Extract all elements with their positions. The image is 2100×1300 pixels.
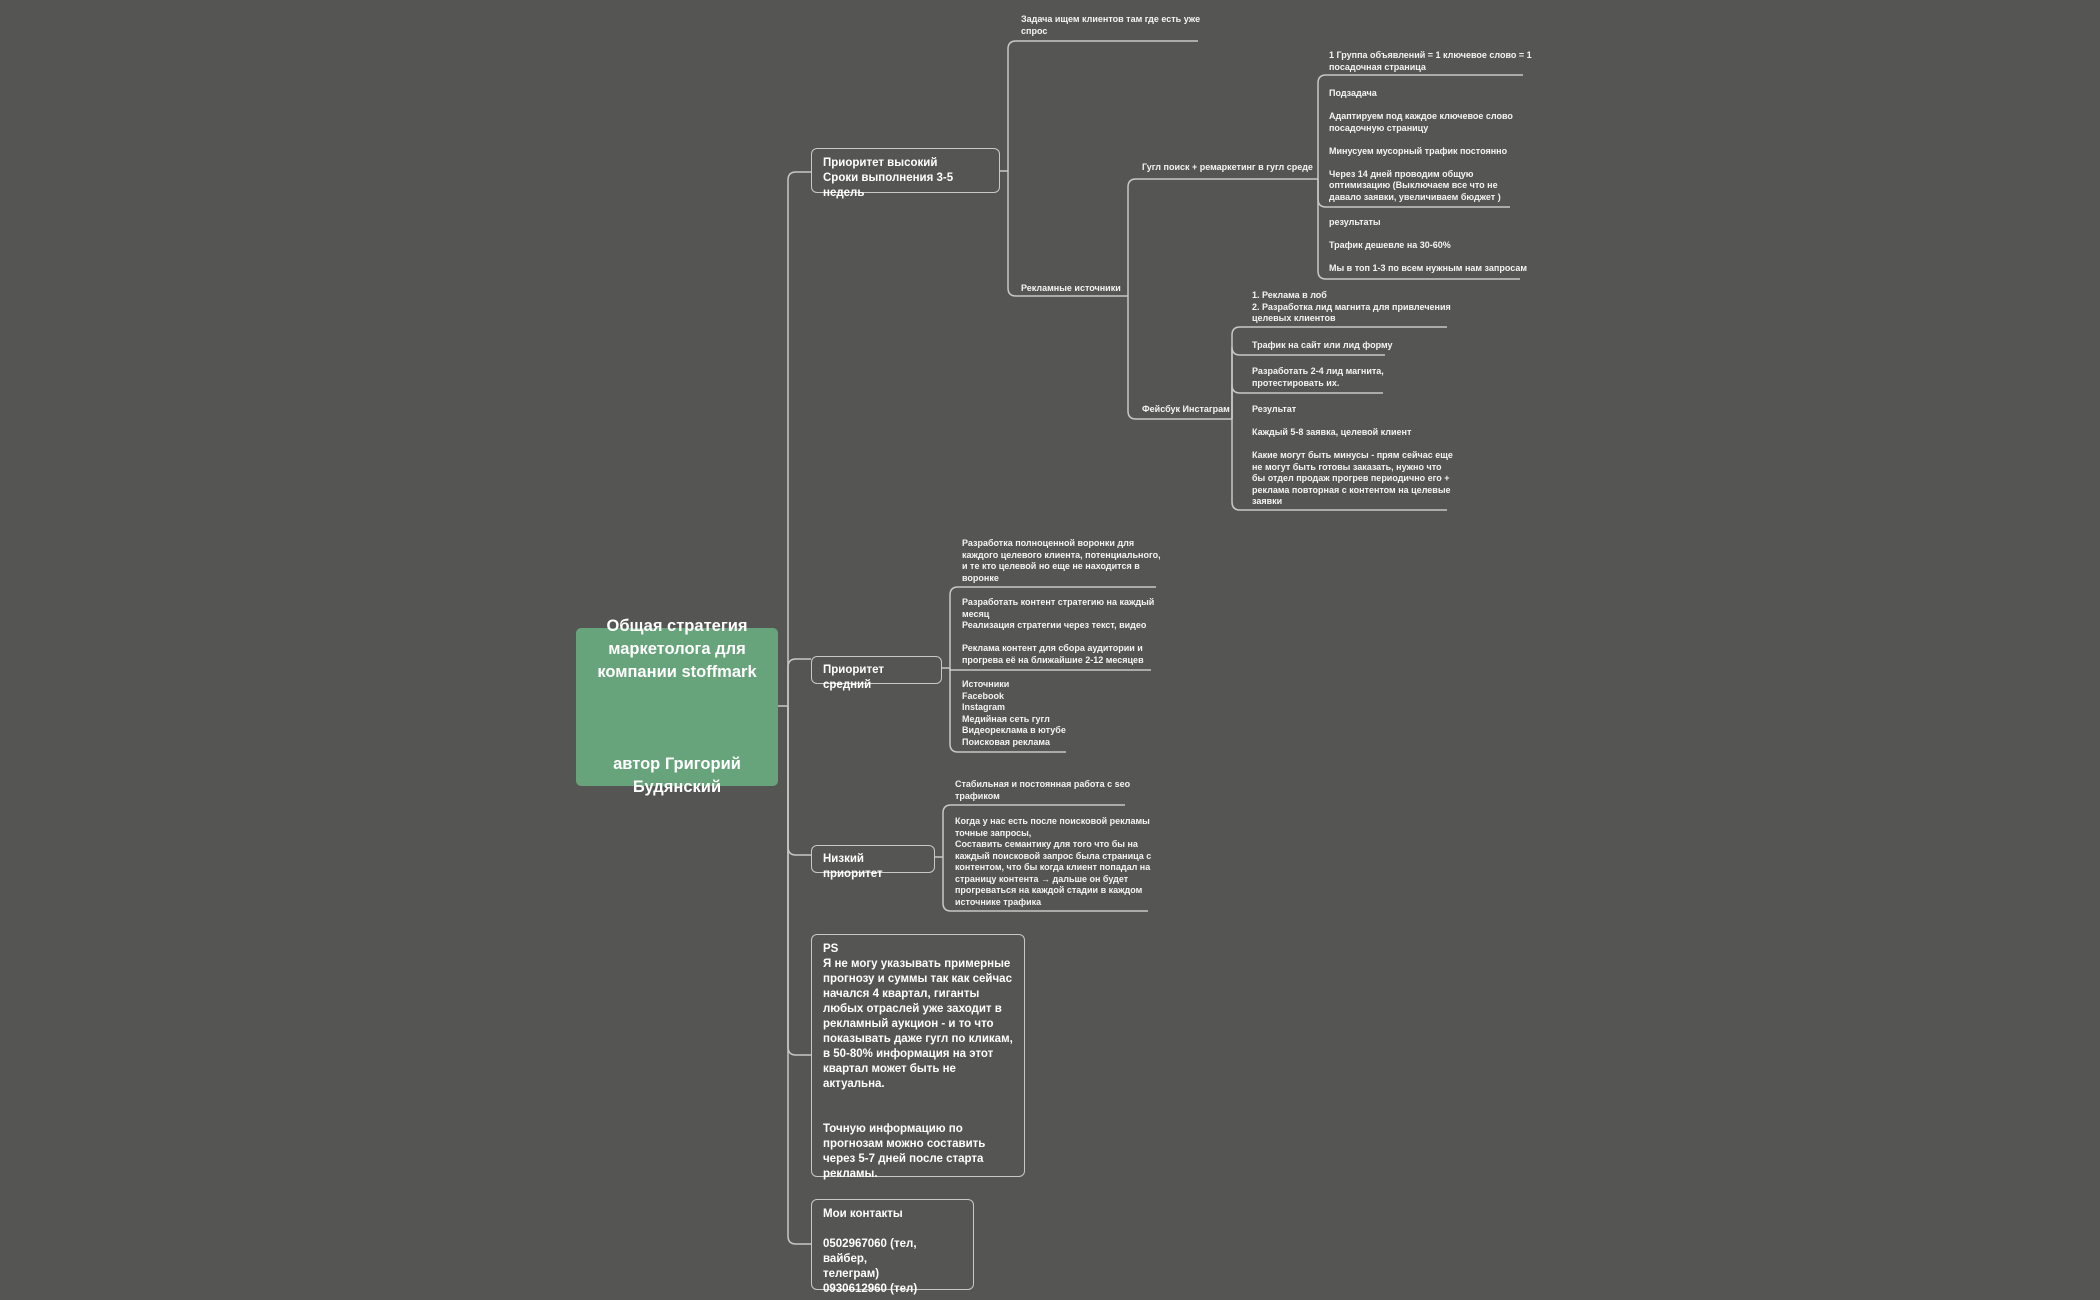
ps-note-node[interactable]: PS Я не могу указывать примерные прогноз… xyxy=(811,934,1025,1180)
semantic-leaf[interactable]: Когда у нас есть после поисковой рекламы… xyxy=(955,816,1152,907)
task-leaf[interactable]: Задача ищем клиентов там где есть уже сп… xyxy=(1021,14,1201,36)
contacts-node[interactable]: Мои контакты 0502967060 (тел, вайбер, те… xyxy=(811,1199,974,1295)
google-leaf[interactable]: Гугл поиск + ремаркетинг в гугл среде xyxy=(1142,162,1313,172)
root-topic[interactable]: Общая стратегия маркетолога для компании… xyxy=(576,617,778,796)
google-results-leaf[interactable]: результаты Трафик дешевле на 30-60% Мы в… xyxy=(1329,217,1528,273)
facebook-leaf[interactable]: Фейсбук Инстаграм xyxy=(1142,404,1230,414)
subtask-leaf[interactable]: Подзадача Адаптируем под каждое ключевое… xyxy=(1329,88,1513,202)
root-title: Общая стратегия маркетолога для компании… xyxy=(597,617,757,681)
facebook-result-leaf[interactable]: Результат Каждый 5-8 заявка, целевой кли… xyxy=(1252,404,1453,506)
medium-priority-node[interactable]: Приоритет средний xyxy=(811,656,942,691)
traffic-leaf[interactable]: Трафик на сайт или лид форму xyxy=(1252,340,1393,350)
lead-magnets-leaf[interactable]: Разработать 2-4 лид магнита, протестиров… xyxy=(1252,366,1384,388)
content-strategy-leaf[interactable]: Разработать контент стратегию на каждый … xyxy=(962,597,1155,665)
seo-leaf[interactable]: Стабильная и постоянная работа с seo тра… xyxy=(955,779,1131,801)
low-priority-node[interactable]: Низкий приоритет xyxy=(811,845,935,880)
channels-leaf[interactable]: Источники Facebook Instagram Медийная се… xyxy=(962,679,1066,747)
high-priority-node[interactable]: Приоритет высокий Сроки выполнения 3-5 н… xyxy=(811,148,1000,199)
facebook-ads-leaf[interactable]: 1. Реклама в лоб 2. Разработка лид магни… xyxy=(1252,290,1451,323)
sources-leaf[interactable]: Рекламные источники xyxy=(1021,283,1121,293)
funnel-leaf[interactable]: Разработка полноценной воронки для каждо… xyxy=(962,538,1161,583)
root-author: автор Григорий Будянский xyxy=(613,755,741,796)
ad-group-leaf[interactable]: 1 Группа объявлений = 1 ключевое слово =… xyxy=(1329,50,1532,72)
